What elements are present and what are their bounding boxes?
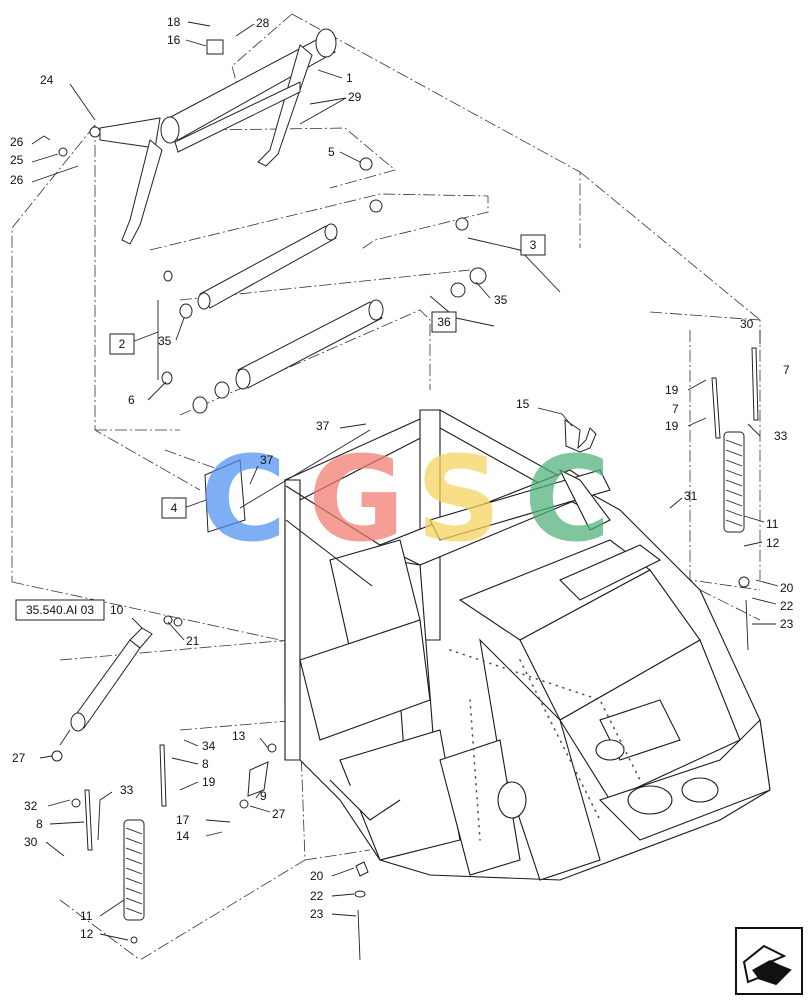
reference-box[interactable] — [15, 599, 105, 621]
callout-11b: 11 — [766, 517, 779, 531]
callout-12b: 12 — [766, 536, 780, 550]
callout-19a: 19 — [202, 775, 216, 789]
callout-11a: 11 — [80, 909, 93, 923]
watermark-letter-c1: C — [200, 430, 287, 568]
callout-4: 4 — [171, 501, 178, 515]
callout-19c: 19 — [665, 419, 679, 433]
watermark-letter-s: S — [416, 430, 501, 568]
watermark-letter-c2: C — [524, 430, 611, 568]
callout-13: 13 — [232, 729, 246, 743]
callout-7a: 7 — [783, 363, 790, 377]
callout-6: 6 — [128, 393, 135, 407]
watermark-letter-g: G — [308, 430, 405, 568]
reference-label[interactable]: 35.540.AI 03 — [26, 603, 94, 617]
hinge-bracket-part-15 — [564, 419, 597, 453]
callout-17: 17 — [176, 813, 190, 827]
next-page-arrow-icon[interactable] — [735, 927, 803, 995]
callout-2: 2 — [119, 337, 126, 351]
callout-21: 21 — [186, 634, 200, 648]
watermark: C G S C — [200, 430, 611, 568]
callout-36: 36 — [437, 315, 451, 329]
cover-panel-part-4 — [204, 459, 246, 533]
callout-35a: 35 — [158, 334, 172, 348]
callout-23a: 23 — [310, 907, 324, 921]
upper-arm-assembly — [58, 28, 337, 245]
callout-box-2 — [109, 333, 135, 355]
callout-1: 1 — [346, 71, 353, 85]
hydraulic-cylinder-part-10 — [51, 615, 183, 762]
callout-34: 34 — [202, 739, 216, 753]
callout-18: 18 — [167, 15, 181, 29]
rod-part-37 — [239, 429, 371, 509]
callout-10: 10 — [110, 603, 124, 617]
left-spring-assembly — [71, 743, 277, 944]
callout-31: 31 — [684, 489, 698, 503]
leader-lines — [31, 21, 779, 941]
boxed-callouts: 3 2 36 4 35.540.AI 03 — [15, 234, 546, 621]
callout-37b: 37 — [260, 453, 274, 467]
callout-box-4 — [161, 497, 187, 519]
right-spring-assembly — [711, 347, 759, 651]
callout-16: 16 — [167, 33, 181, 47]
callout-22b: 22 — [780, 599, 794, 613]
callout-15: 15 — [516, 397, 530, 411]
callout-5: 5 — [328, 145, 335, 159]
callout-8a: 8 — [36, 817, 43, 831]
callout-3: 3 — [530, 238, 537, 252]
callout-32: 32 — [24, 799, 38, 813]
callout-30a: 30 — [24, 835, 38, 849]
callout-box-3 — [520, 234, 546, 256]
callout-26a: 26 — [10, 135, 24, 149]
callout-30b: 30 — [740, 317, 754, 331]
callout-28: 28 — [256, 16, 270, 30]
callout-23b: 23 — [780, 617, 794, 631]
callout-27a: 27 — [12, 751, 26, 765]
callout-29: 29 — [348, 90, 362, 104]
callout-26b: 26 — [10, 173, 24, 187]
callout-9: 9 — [260, 789, 267, 803]
callout-20b: 20 — [780, 581, 794, 595]
part-numbers: 18 28 16 24 1 29 26 25 26 5 35 35 6 37 1… — [10, 15, 794, 941]
baler-frame — [284, 409, 771, 881]
callout-8b: 8 — [202, 757, 209, 771]
callout-14: 14 — [176, 829, 190, 843]
callout-33a: 33 — [120, 783, 134, 797]
callout-27b: 27 — [272, 807, 286, 821]
callout-12a: 12 — [80, 927, 94, 941]
roller-assembly — [161, 157, 487, 414]
callout-22a: 22 — [310, 889, 324, 903]
callout-20a: 20 — [310, 869, 324, 883]
callout-25: 25 — [10, 153, 24, 167]
callout-33b: 33 — [774, 429, 788, 443]
callout-19b: 19 — [665, 383, 679, 397]
callout-box-36 — [431, 311, 457, 333]
callout-7b: 7 — [672, 402, 679, 416]
lower-bolt-assembly — [354, 861, 369, 961]
bracket-part-16 — [206, 39, 224, 55]
callout-24: 24 — [40, 73, 54, 87]
callout-35b: 35 — [494, 293, 508, 307]
callout-37a: 37 — [316, 419, 330, 433]
